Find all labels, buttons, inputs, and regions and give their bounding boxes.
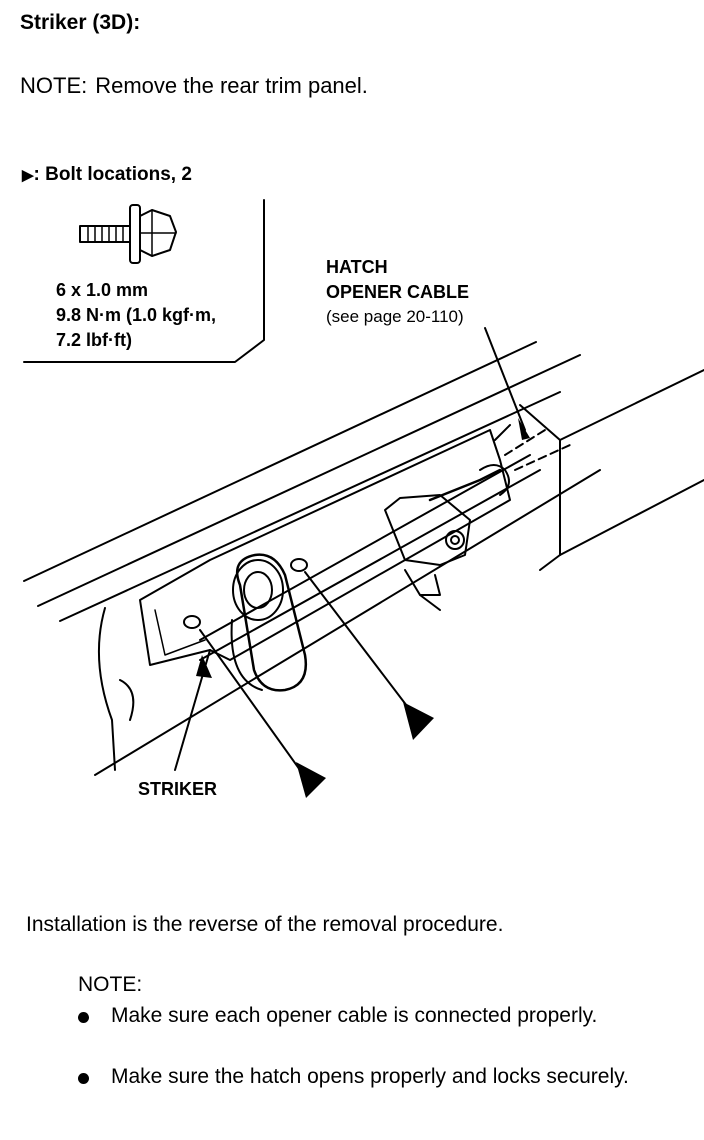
bolt-location-arrow-icon	[403, 702, 434, 740]
striker-loop	[230, 553, 308, 692]
callout-hatch: HATCH	[326, 257, 388, 277]
bullet-text: Make sure the hatch opens properly and l…	[111, 1065, 629, 1088]
list-item: Make sure the hatch opens properly and l…	[78, 1061, 668, 1125]
panel-edge-top	[23, 341, 537, 582]
bolt-size: 6 x 1.0 mm	[56, 280, 149, 300]
bolt-locations-label: : Bolt locations, 2	[33, 164, 192, 185]
bolt-hole-left	[183, 615, 201, 629]
bolt-torque: 9.8 N·m (1.0 kgf·m,	[56, 305, 217, 325]
bullet-text: Make sure each opener cable is connected…	[111, 1004, 598, 1027]
bolt-location-marker-icon: ▶	[22, 167, 34, 184]
bolt-locations-heading: ▶: Bolt locations, 2	[22, 164, 192, 186]
callout-page-ref: (see page 20-110)	[326, 307, 464, 326]
hatch-cable-leader	[484, 327, 526, 431]
list-item: Make sure each opener cable is connected…	[78, 1000, 668, 1064]
striker-arrowhead	[196, 655, 212, 678]
note-label: NOTE:	[20, 73, 88, 98]
striker-plate	[139, 429, 511, 666]
section-title: Striker (3D):	[20, 11, 141, 34]
bolt-torque-lbf: 7.2 lbf·ft)	[56, 330, 132, 350]
panel-edge-bottom	[94, 469, 601, 776]
bolt-leader-left	[199, 629, 301, 771]
note-label-2: NOTE:	[78, 973, 143, 996]
bullet-dot-icon	[78, 1012, 89, 1023]
callout-opener-cable: OPENER CABLE	[326, 282, 470, 302]
bolt-icon	[79, 204, 177, 264]
callout-striker: STRIKER	[138, 779, 218, 799]
bolt-location-arrow-icon	[296, 762, 326, 798]
bullet-dot-icon	[78, 1073, 89, 1084]
removal-note: NOTE: Remove the rear trim panel.	[20, 73, 368, 99]
note-text: Remove the rear trim panel.	[95, 73, 368, 98]
latch-mechanism	[384, 424, 571, 611]
bolt-box-border	[23, 199, 265, 363]
cable-arrowhead	[518, 418, 530, 440]
bolt-hole-right	[290, 558, 308, 572]
installation-text: Installation is the reverse of the remov…	[26, 913, 504, 936]
bolt-leader-right	[304, 571, 411, 711]
